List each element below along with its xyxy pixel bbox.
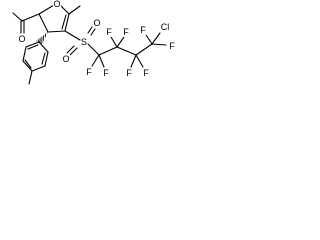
bond-chain-c1-c2 [98, 46, 118, 56]
bond-ring-c3-c2 [38, 13, 49, 33]
bond-ring-c5-c4-double-a [64, 13, 70, 32]
atom-sulfonyl-oxygen-left: O [62, 54, 69, 64]
bond-ring-o1-c5 [59, 4, 70, 15]
bond-aryl-1 [38, 41, 49, 53]
atom-label-background [102, 68, 110, 78]
atom-label-background [61, 54, 71, 64]
bond-aryl-4 [22, 60, 33, 72]
bond-aryl-methyl [28, 70, 33, 85]
bond-aryl-5 [22, 46, 27, 62]
bond-ring-c2-o1 [38, 4, 55, 15]
bond-cf-1b [98, 54, 105, 68]
bond-aryl-6 [25, 41, 40, 48]
atom-fluorine-2a: F [106, 27, 112, 37]
atom-label-background [85, 67, 93, 77]
bond-chain-c3-c4 [135, 43, 153, 56]
atom-label-background [160, 22, 170, 32]
bond-sulfur-cf2-1 [87, 43, 100, 56]
atom-fluorine-3b: F [143, 68, 149, 78]
bond-cf-4a [145, 34, 153, 45]
atom-fluorine-2b: F [123, 27, 129, 37]
bond-aryl-inner-c [27, 44, 39, 50]
atom-label-background [122, 27, 130, 37]
atom-fluorine-4b: F [169, 41, 175, 51]
bond-chain-c4-chlorine [151, 32, 161, 45]
bond-cf-3a [130, 54, 137, 68]
bond-cf-2b [116, 36, 125, 48]
atom-fluorine-3a: F [126, 68, 132, 78]
chemical-structure: O O S O O Cl F F F F F F F F [12, 0, 176, 85]
bond-sulfur-oxygen-left-a [66, 45, 75, 54]
atom-ring-oxygen: O [53, 0, 60, 9]
atom-label-background [125, 68, 133, 78]
bond-acetyl-to-ring [21, 13, 40, 22]
atom-label-background [17, 34, 27, 44]
bond-aryl-inner-a [41, 52, 46, 65]
atom-chlorine: Cl [161, 22, 170, 32]
bond-cf-2a [110, 36, 118, 48]
bond-acetyl-methyl [12, 12, 23, 22]
atom-label-background [52, 0, 62, 9]
atom-sulfonyl-oxygen-right: O [93, 18, 100, 28]
bond-cf-4b [151, 43, 167, 46]
bond-cf-3b [135, 54, 144, 68]
bond-chain-c2-c3 [116, 46, 137, 56]
atom-label-background [142, 68, 150, 78]
bond-aryl-inner-b [24, 59, 32, 69]
atom-label-background [168, 41, 176, 51]
atom-sulfur: S [81, 37, 87, 47]
atom-label-background [105, 27, 113, 37]
bond-sulfur-oxygen-right-b [90, 28, 96, 36]
bond-ring-c5-c4-double-b [61, 14, 67, 30]
bond-sulfur-oxygen-left-b [69, 47, 78, 56]
atom-carbonyl-oxygen: O [18, 34, 25, 44]
bond-ring-methyl [68, 5, 81, 15]
bond-cf-1a [91, 54, 100, 67]
atom-label-background [80, 37, 88, 47]
bond-aryl-2 [44, 51, 49, 67]
bond-hashed-wedge-aryl [36, 32, 48, 44]
bond-aryl-3 [31, 65, 46, 72]
atom-label-background [139, 25, 147, 35]
atom-fluorine-1b: F [103, 68, 109, 78]
bond-c4-sulfur [64, 30, 81, 41]
atom-fluorine-4a: F [140, 25, 146, 35]
atom-fluorine-1a: F [86, 67, 92, 77]
bond-ring-c4-c3 [47, 30, 66, 33]
bond-sulfur-oxygen-right-a [87, 26, 93, 34]
atom-label-background [92, 18, 102, 28]
